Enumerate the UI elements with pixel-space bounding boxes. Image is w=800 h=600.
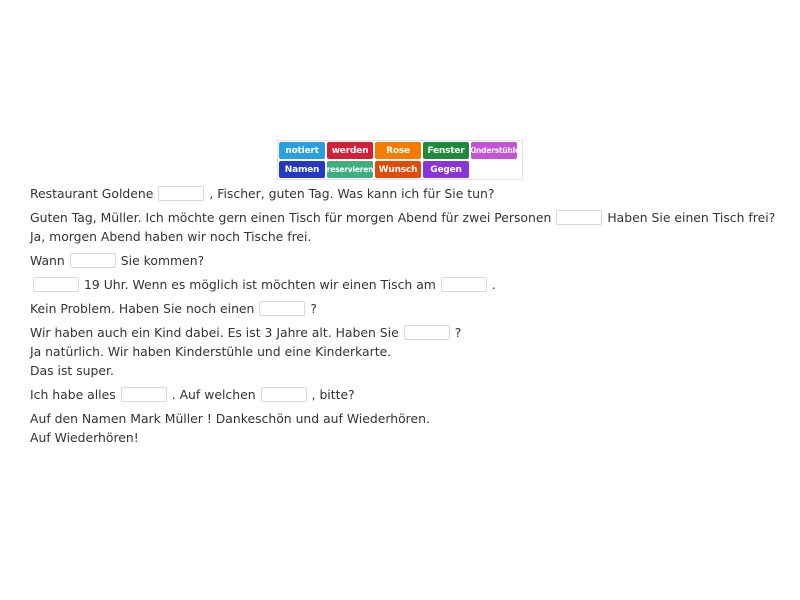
- text-line: Auf den Namen Mark Müller ! Dankeschön u…: [30, 410, 434, 426]
- text-segment: Ich habe alles: [30, 386, 116, 402]
- text-line: Das ist super.: [30, 362, 118, 378]
- text-segment: Ja natürlich. Wir haben Kinderstühle und…: [30, 343, 392, 359]
- word-tile[interactable]: notiert: [279, 142, 325, 159]
- word-tile[interactable]: werden: [327, 142, 373, 159]
- text-segment: Haben Sie einen Tisch frei?: [607, 209, 776, 225]
- text-segment: Kein Problem. Haben Sie noch einen: [30, 300, 255, 316]
- text-segment: ?: [454, 324, 462, 340]
- text-segment: Restaurant Goldene: [30, 185, 154, 201]
- text-segment: Auf den Namen Mark Müller ! Dankeschön u…: [30, 410, 430, 426]
- blank-drop-zone[interactable]: [403, 324, 450, 340]
- text-segment: Wir haben auch ein Kind dabei. Es ist 3 …: [30, 324, 399, 340]
- text-line: Restaurant Goldene , Fischer, guten Tag. …: [30, 185, 498, 201]
- text-line: Wann Sie kommen?: [30, 252, 208, 268]
- blank-drop-zone[interactable]: [69, 252, 116, 268]
- text-segment: Sie kommen?: [120, 252, 205, 268]
- text-segment: Guten Tag, Müller. Ich möchte gern einen…: [30, 209, 552, 225]
- text-segment: Ja, morgen Abend haben wir noch Tische f…: [30, 228, 312, 244]
- text-segment: ?: [310, 300, 317, 316]
- text-segment: 19 Uhr. Wenn es möglich ist möchten wir …: [84, 276, 436, 292]
- text-line: Ich habe alles . Auf welchen , bitte?: [30, 386, 359, 402]
- blank-drop-zone[interactable]: [259, 300, 306, 316]
- text-line: Ja natürlich. Wir haben Kinderstühle und…: [30, 343, 395, 359]
- word-tile[interactable]: Wunsch: [375, 161, 421, 178]
- text-line: Wir haben auch ein Kind dabei. Es ist 3 …: [30, 324, 465, 340]
- word-bank: notiertwerdenRoseFensterKinderstühleName…: [277, 140, 523, 180]
- text-line: Ja, morgen Abend haben wir noch Tische f…: [30, 228, 315, 244]
- text-segment: . Auf welchen: [171, 386, 256, 402]
- text-segment: , Fischer, guten Tag. Was kann ich für S…: [209, 185, 495, 201]
- text-line: 19 Uhr. Wenn es möglich ist möchten wir …: [32, 276, 500, 292]
- text-segment: , bitte?: [311, 386, 355, 402]
- text-line: Kein Problem. Haben Sie noch einen?: [30, 300, 321, 316]
- text-segment: .: [491, 276, 496, 292]
- blank-drop-zone[interactable]: [158, 185, 205, 201]
- blank-drop-zone[interactable]: [120, 386, 167, 402]
- word-tile[interactable]: Gegen: [423, 161, 469, 178]
- word-tile[interactable]: reservieren: [327, 161, 373, 178]
- word-tile[interactable]: Kinderstühle: [471, 142, 517, 159]
- word-tile[interactable]: Fenster: [423, 142, 469, 159]
- word-tile[interactable]: Rose: [375, 142, 421, 159]
- text-segment: Wann: [30, 252, 65, 268]
- text-segment: Das ist super.: [30, 362, 114, 378]
- blank-drop-zone[interactable]: [556, 209, 603, 225]
- text-line: Guten Tag, Müller. Ich möchte gern einen…: [30, 209, 779, 225]
- blank-drop-zone[interactable]: [440, 276, 487, 292]
- text-line: Auf Wiederhören!: [30, 429, 143, 445]
- blank-drop-zone[interactable]: [260, 386, 307, 402]
- word-tile[interactable]: Namen: [279, 161, 325, 178]
- blank-drop-zone[interactable]: [33, 276, 79, 292]
- text-segment: Auf Wiederhören!: [30, 429, 139, 445]
